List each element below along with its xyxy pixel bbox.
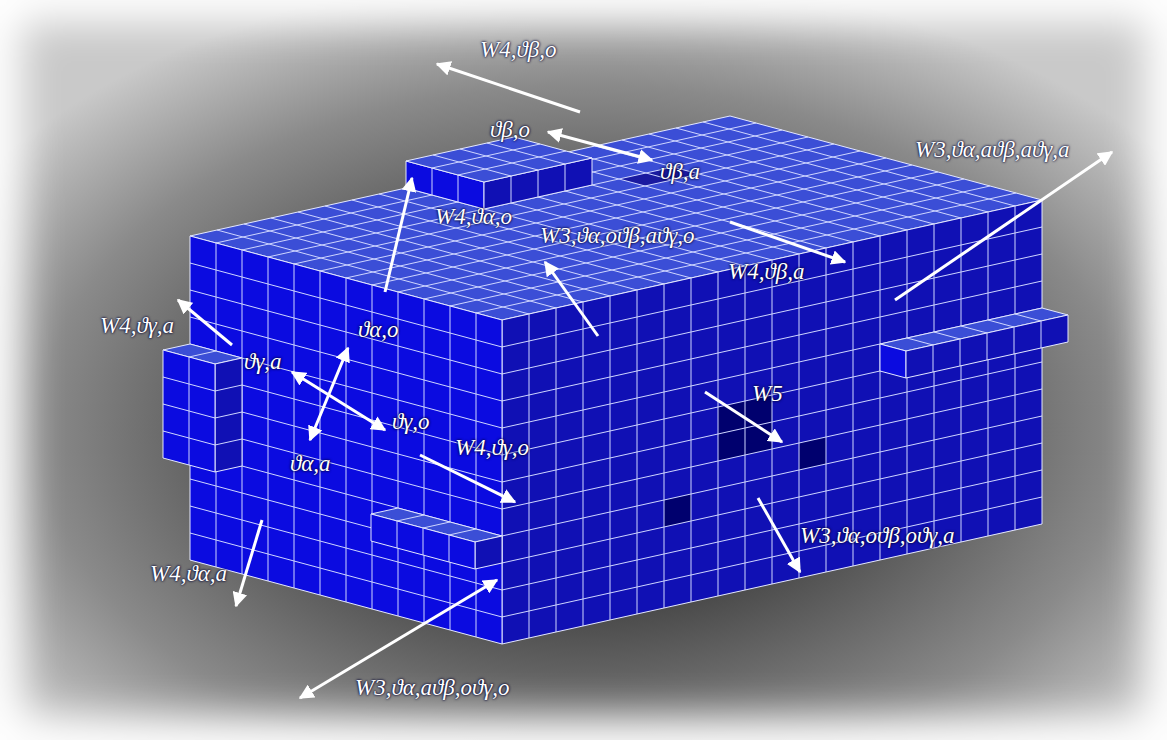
math-label: ϑα,o: [358, 316, 399, 344]
math-label: ϑβ,o: [490, 116, 530, 144]
double-arrow: [292, 372, 385, 430]
voxel-step: [163, 350, 215, 472]
math-label: W3,ϑα,oϑβ,aϑγ,o: [540, 222, 695, 250]
arrow: [385, 178, 412, 292]
math-label: W4,ϑβ,o: [480, 36, 556, 64]
math-label: ϑγ,o: [392, 408, 430, 436]
math-label: W4,ϑα,a: [150, 560, 227, 588]
voxel-step: [406, 137, 592, 182]
math-label: W4,ϑγ,a: [100, 312, 174, 340]
math-label: W4,ϑα,o: [435, 203, 512, 231]
math-label: ϑβ,a: [660, 158, 700, 186]
arrow: [437, 64, 580, 112]
math-label: W3,ϑα,aϑβ,aϑγ,a: [915, 136, 1070, 164]
arrow: [545, 262, 598, 336]
arrow: [758, 498, 800, 572]
arrow: [178, 300, 232, 345]
voxel-step: [371, 514, 475, 569]
math-label: ϑγ,a: [244, 348, 282, 376]
math-label: W4,ϑγ,o: [455, 434, 529, 462]
voxel-step: [906, 315, 1068, 378]
side-face: [502, 200, 1042, 644]
voxel-step: [880, 344, 906, 378]
arrow: [236, 520, 262, 606]
math-label: W4,ϑβ,a: [728, 258, 804, 286]
double-arrow: [548, 132, 652, 160]
math-label: W3,ϑα,aϑβ,oϑγ,o: [355, 674, 510, 702]
arrow: [420, 455, 515, 502]
arrow: [730, 222, 845, 262]
direction-arrows: [178, 64, 1112, 698]
math-label: ϑα,a: [290, 450, 331, 478]
voxel-step: [215, 358, 242, 472]
arrow: [895, 152, 1112, 300]
math-label: W3,ϑα,oϑβ,oϑγ,a: [800, 522, 955, 550]
voxel-step: [475, 536, 502, 569]
math-label: W5: [752, 380, 783, 408]
